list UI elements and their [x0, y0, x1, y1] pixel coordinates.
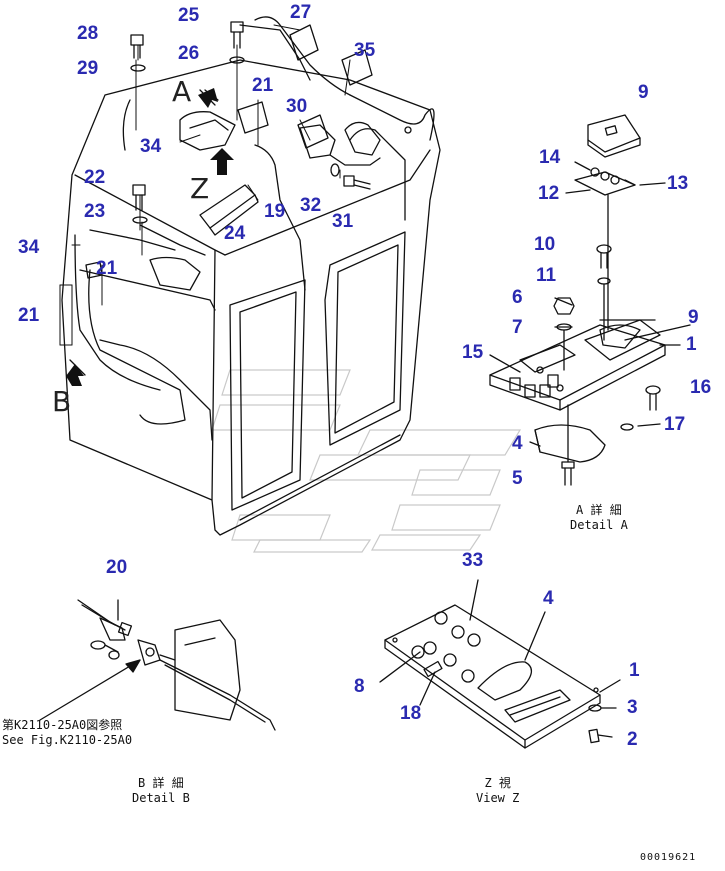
caption-view-z-en: View Z — [476, 791, 520, 805]
callout-11[interactable]: 11 — [536, 265, 557, 286]
callout-4-view-z[interactable]: 4 — [543, 588, 554, 609]
callout-29[interactable]: 29 — [77, 58, 99, 79]
callout-8[interactable]: 8 — [354, 676, 365, 697]
cab-body — [61, 16, 441, 536]
detail-b-drawing — [39, 599, 276, 731]
callout-34-left[interactable]: 34 — [18, 237, 40, 258]
callout-10[interactable]: 10 — [534, 234, 556, 255]
callout-20[interactable]: 20 — [106, 557, 128, 578]
callout-15[interactable]: 15 — [462, 342, 484, 363]
callout-7[interactable]: 7 — [512, 317, 523, 338]
callout-4-detail-a[interactable]: 4 — [512, 433, 523, 454]
view-letter-a: A — [172, 75, 192, 108]
callout-31[interactable]: 31 — [332, 211, 354, 232]
callout-22[interactable]: 22 — [84, 167, 106, 188]
callout-18[interactable]: 18 — [400, 703, 422, 724]
callout-19[interactable]: 19 — [264, 201, 286, 222]
callout-6[interactable]: 6 — [512, 287, 523, 308]
callout-24[interactable]: 24 — [224, 223, 246, 244]
detail-a-drawing — [489, 114, 691, 486]
callout-9-panel[interactable]: 9 — [688, 307, 699, 328]
caption-see-fig: 第K2110-25A0図参照 See Fig.K2110-25A0 — [2, 718, 132, 748]
callout-21-middle[interactable]: 21 — [96, 258, 118, 279]
callout-33[interactable]: 33 — [462, 550, 484, 571]
callout-16[interactable]: 16 — [690, 377, 712, 398]
caption-detail-b: B 詳 細 Detail B — [132, 776, 190, 806]
view-z-drawing — [379, 579, 621, 749]
callout-32[interactable]: 32 — [300, 195, 322, 216]
view-arrows — [66, 88, 234, 386]
view-letter-b: B — [52, 385, 72, 418]
caption-detail-b-jp: B 詳 細 — [138, 776, 184, 790]
callout-13[interactable]: 13 — [667, 173, 689, 194]
callout-34-top[interactable]: 34 — [140, 136, 162, 157]
callout-1-view-z[interactable]: 1 — [629, 660, 640, 681]
caption-detail-a: A 詳 細 Detail A — [570, 503, 628, 533]
view-letter-z: Z — [190, 172, 210, 205]
caption-detail-b-en: Detail B — [132, 791, 190, 805]
caption-view-z-jp: Z 視 — [484, 776, 511, 790]
callout-35[interactable]: 35 — [354, 40, 376, 61]
callout-3[interactable]: 3 — [627, 697, 638, 718]
fasteners-main — [85, 21, 373, 279]
callout-23[interactable]: 23 — [84, 201, 106, 222]
callout-1-detail-a[interactable]: 1 — [686, 334, 697, 355]
callout-9-cap[interactable]: 9 — [638, 82, 649, 103]
caption-detail-a-en: Detail A — [570, 518, 628, 532]
callout-30[interactable]: 30 — [286, 96, 308, 117]
callout-14[interactable]: 14 — [539, 147, 561, 168]
caption-see-fig-en: See Fig.K2110-25A0 — [2, 733, 133, 747]
document-id: 00019621 — [640, 852, 697, 863]
watermark-logo — [211, 369, 522, 553]
callout-2[interactable]: 2 — [627, 729, 638, 750]
caption-see-fig-jp: 第K2110-25A0図参照 — [2, 718, 123, 732]
callout-26[interactable]: 26 — [178, 43, 200, 64]
caption-detail-a-jp: A 詳 細 — [576, 503, 622, 517]
callout-25[interactable]: 25 — [178, 5, 200, 26]
callout-28[interactable]: 28 — [77, 23, 99, 44]
callout-21-left[interactable]: 21 — [18, 305, 40, 326]
caption-view-z: Z 視 View Z — [476, 776, 519, 806]
callout-27[interactable]: 27 — [290, 2, 312, 23]
callout-5[interactable]: 5 — [512, 468, 523, 489]
callout-17[interactable]: 17 — [664, 414, 686, 435]
leader-lines-main — [59, 24, 351, 346]
callout-12[interactable]: 12 — [538, 183, 560, 204]
callout-21-top[interactable]: 21 — [252, 75, 274, 96]
